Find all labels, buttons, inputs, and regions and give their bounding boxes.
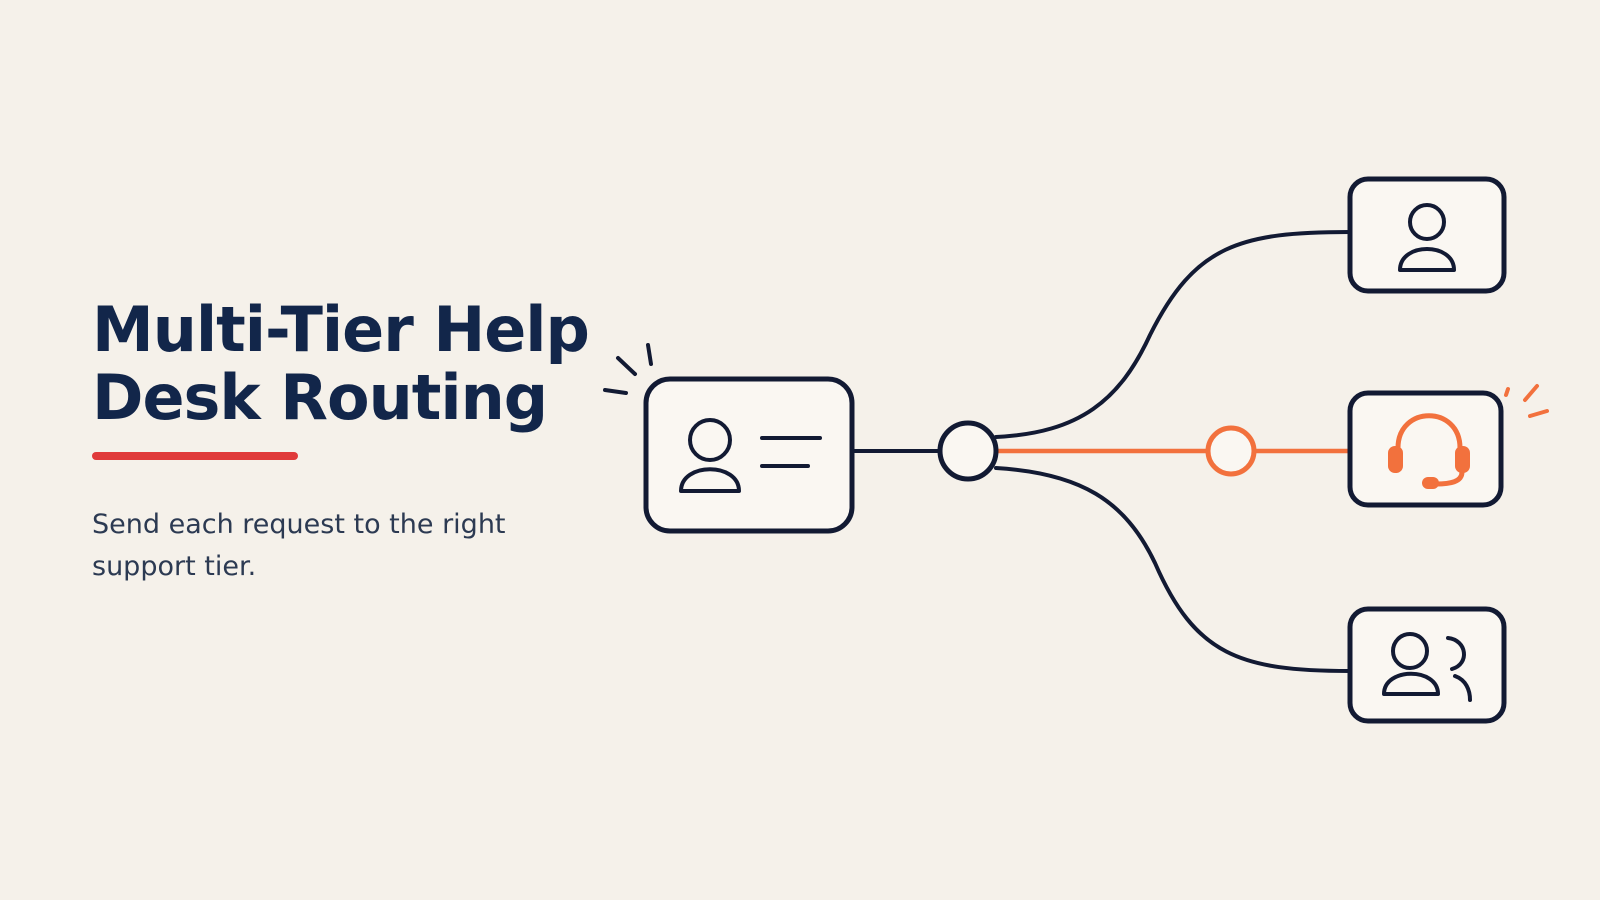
sparkle-left-icon bbox=[603, 343, 653, 395]
router-junction-node bbox=[937, 420, 999, 482]
tier-3-box bbox=[1347, 606, 1507, 724]
title-line-2: Desk Routing bbox=[92, 361, 548, 434]
tier-2-box bbox=[1347, 390, 1504, 508]
user-card-icon bbox=[679, 418, 822, 493]
title-underline bbox=[92, 452, 298, 460]
subtitle-line-1: Send each request to the right bbox=[92, 509, 506, 540]
source-request-box bbox=[643, 376, 855, 534]
headset-icon bbox=[1388, 413, 1470, 489]
subtitle-line-2: support tier. bbox=[92, 551, 257, 582]
text-block: Multi-Tier Help Desk Routing Send each r… bbox=[92, 296, 612, 588]
subtitle: Send each request to the right support t… bbox=[92, 504, 532, 588]
page-title: Multi-Tier Help Desk Routing bbox=[92, 296, 612, 432]
connector-router-tier1 bbox=[994, 230, 1352, 439]
connector-router-tier3 bbox=[994, 466, 1352, 673]
users-group-icon bbox=[1382, 632, 1472, 702]
routing-waypoint-node bbox=[1205, 425, 1257, 477]
user-icon bbox=[1398, 203, 1456, 272]
title-line-1: Multi-Tier Help bbox=[92, 293, 590, 366]
sparkle-right-icon bbox=[1504, 384, 1549, 418]
tier-1-box bbox=[1347, 176, 1507, 294]
